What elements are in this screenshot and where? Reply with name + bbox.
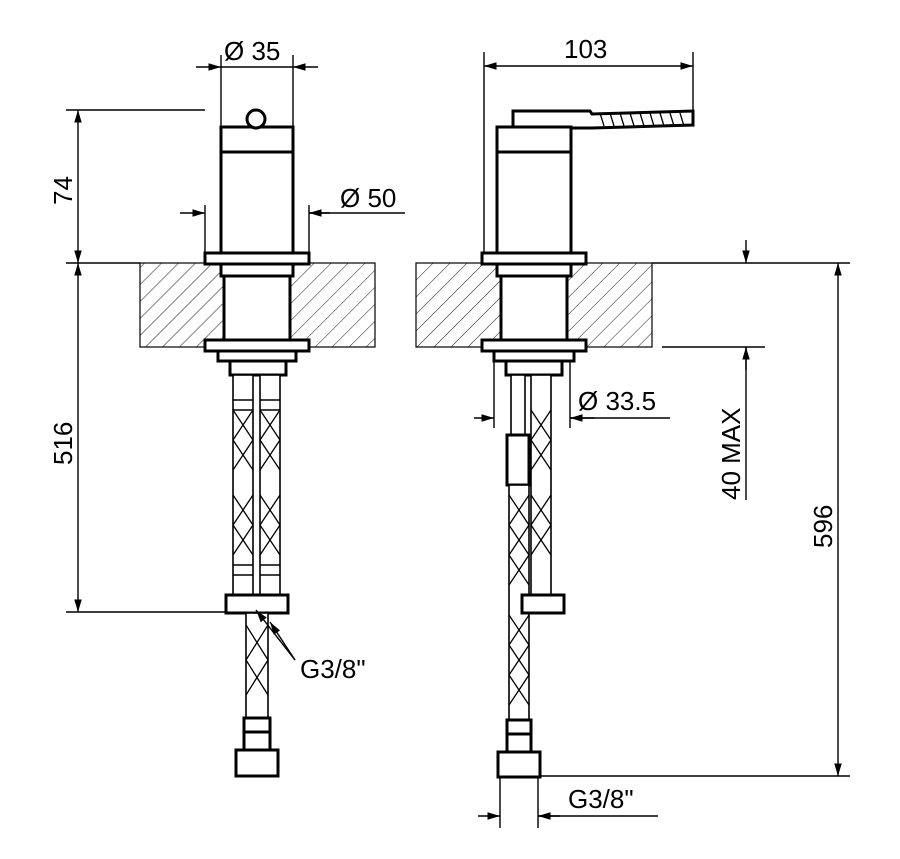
dim-height-596: 596 bbox=[808, 505, 838, 548]
dim-deck-40-max: 40 MAX bbox=[716, 408, 746, 501]
mixer-body-left bbox=[219, 125, 295, 255]
hose-end-fitting-left bbox=[234, 748, 280, 778]
dim-height-74: 74 bbox=[48, 176, 78, 205]
lever-pin bbox=[245, 108, 267, 130]
mixer-body-right bbox=[495, 125, 573, 255]
hose-nut-right bbox=[520, 593, 566, 615]
lever-handle bbox=[511, 109, 695, 130]
dim-length-103: 103 bbox=[564, 34, 607, 64]
front-view: Ø 35 Ø 50 74 516 G3/8" bbox=[48, 36, 405, 778]
dim-diameter-50: Ø 50 bbox=[340, 183, 396, 213]
hose-left-b bbox=[259, 374, 281, 596]
side-view: 103 Ø 33.5 40 MAX 596 G3/8" bbox=[415, 34, 850, 828]
thread-label-left: G3/8" bbox=[300, 654, 366, 684]
thread-label-bottom: G3/8" bbox=[568, 784, 634, 814]
dim-diameter-35: Ø 35 bbox=[224, 36, 280, 66]
dim-length-516: 516 bbox=[48, 422, 78, 465]
dim-diameter-33-5: Ø 33.5 bbox=[578, 386, 656, 416]
hose-end-fitting-right bbox=[496, 750, 542, 779]
hose-left-a bbox=[232, 374, 254, 596]
